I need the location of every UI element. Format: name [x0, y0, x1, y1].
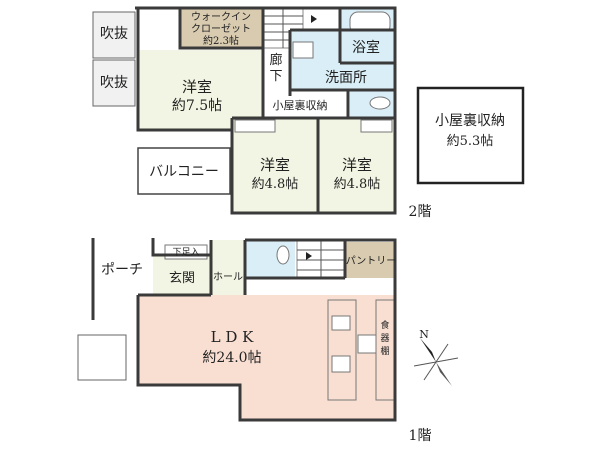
floor1-label: 1階	[409, 428, 432, 444]
fukinuke-bottom	[92, 59, 136, 107]
floor1-plan	[77, 238, 397, 422]
kitchen-counter	[327, 299, 357, 401]
porch-step	[77, 334, 127, 381]
closet-left-icon	[234, 119, 276, 133]
toilet-1f-icon	[276, 245, 290, 265]
corridor-label-1: 廊	[269, 52, 282, 68]
cupboard-label-1: 食	[380, 319, 389, 331]
cupboard-label-3: 棚	[380, 345, 389, 357]
western-left-area	[232, 118, 317, 213]
closet-right-icon	[360, 119, 393, 133]
balcony-area	[137, 147, 231, 195]
floor2-plan	[92, 6, 525, 215]
floor2-label: 2階	[409, 204, 432, 220]
wic-area-label: 約2.3帖	[203, 34, 239, 47]
genkan-label: 玄関	[169, 271, 195, 286]
western-main-area-label: 約7.5帖	[172, 98, 222, 114]
pantry-label: パントリー	[346, 255, 397, 267]
attic-area-label: 約5.3帖	[447, 134, 494, 149]
fridge-icon	[357, 334, 377, 354]
ldk-name: L D K	[211, 328, 255, 346]
stove-icon	[331, 355, 351, 373]
western-main-name: 洋室	[182, 78, 212, 96]
hall-area	[211, 240, 245, 295]
compass-tail-icon	[436, 362, 452, 386]
wic-label-2: クローゼット	[191, 23, 251, 35]
fukinuke-top	[92, 11, 136, 59]
western-right-area	[319, 118, 395, 213]
washbasin-icon	[292, 41, 314, 59]
sink-icon	[331, 315, 351, 331]
bath-label: 浴室	[352, 39, 380, 56]
compass	[413, 338, 459, 386]
hall-label: ホール	[213, 271, 243, 283]
compass-label: N	[419, 328, 429, 341]
western-right-area-label: 約4.8帖	[334, 177, 381, 192]
porch-label: ポーチ	[101, 262, 143, 278]
stairs-arrow-icon	[311, 15, 317, 23]
fukinuke-top-label: 吹抜	[100, 26, 128, 42]
attic-name: 小屋裏収納	[435, 112, 505, 129]
attic-small-label: 小屋裏収納	[273, 98, 328, 112]
wic-area	[180, 8, 263, 48]
corridor-area	[263, 48, 289, 96]
pantry-area	[346, 242, 396, 278]
balcony-label: バルコニー	[149, 164, 219, 180]
washroom-label: 洗面所	[325, 70, 367, 86]
shoe-storage-label: 下足入	[172, 247, 199, 258]
labels-2f: 吹抜 吹抜 ウォークイン クローゼット 約2.3帖 浴室 洗面所 廊 下 洋室 …	[100, 11, 505, 220]
compass-needle-icon	[420, 338, 436, 362]
fukinuke-bottom-label: 吹抜	[100, 75, 128, 91]
corridor-label-2: 下	[269, 69, 282, 84]
western-left-area-label: 約4.8帖	[252, 177, 299, 192]
toilet-2f-icon	[369, 96, 391, 110]
wic-label-1: ウォークイン	[191, 11, 251, 23]
genkan-area	[153, 255, 211, 295]
western-right-name: 洋室	[342, 156, 372, 174]
western-left-name: 洋室	[260, 156, 290, 174]
cupboard-label-2: 器	[380, 333, 389, 344]
attic-storage-box	[416, 86, 525, 185]
washroom-area	[290, 30, 395, 90]
stairs-1f-arrow-icon	[306, 252, 312, 260]
ldk-area-label: 約24.0帖	[202, 350, 261, 366]
attic-small-area	[263, 96, 348, 112]
labels-1f: ポーチ 玄関 下足入 ホール パントリー L D K 約24.0帖 食 器 棚 …	[101, 247, 431, 444]
